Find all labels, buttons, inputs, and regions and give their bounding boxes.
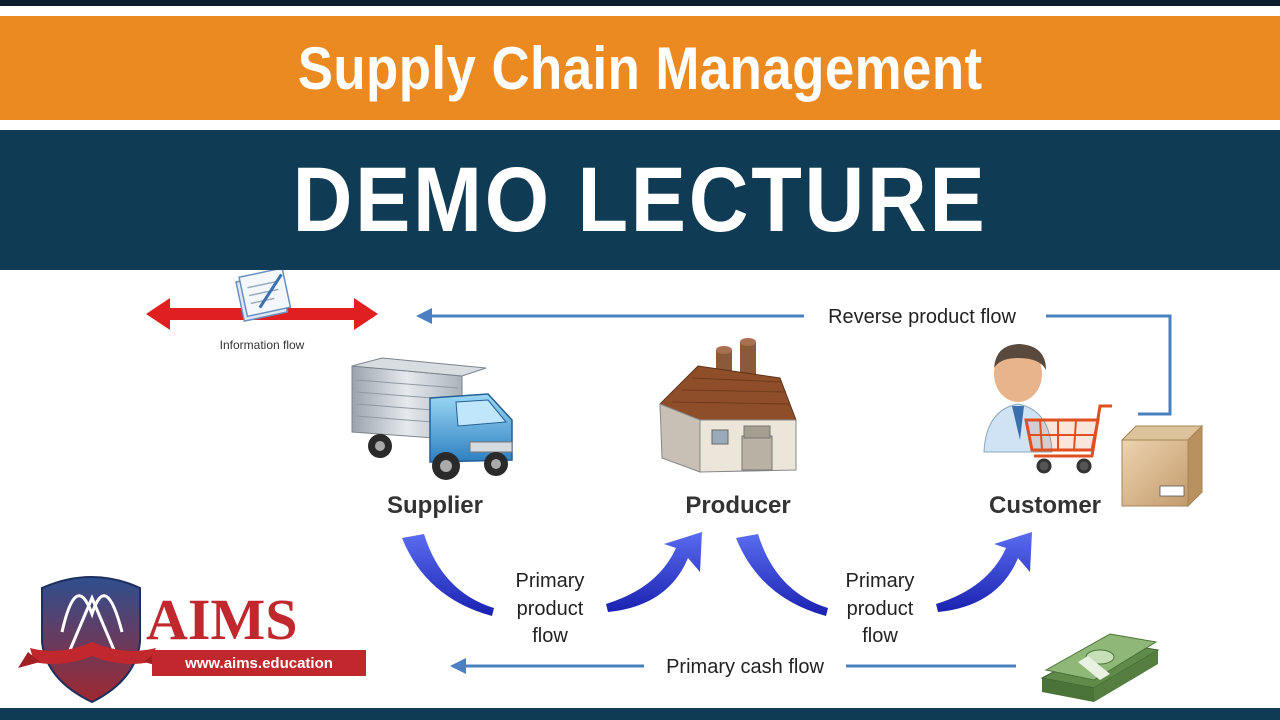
information-flow-icon: [146, 270, 378, 330]
svg-text:Primary: Primary: [846, 570, 915, 592]
customer-icon: [983, 344, 1053, 453]
customer-label: Customer: [989, 492, 1101, 519]
supplier-label: Supplier: [387, 492, 483, 519]
top-rule: [0, 0, 1280, 6]
svg-text:flow: flow: [862, 625, 898, 647]
cash-flow-label: Primary cash flow: [666, 656, 824, 678]
bottom-rule: [0, 708, 1280, 720]
primary-flow-label-2: Primary product flow: [846, 570, 915, 647]
primary-flow-arrow-2: [606, 532, 702, 612]
primary-flow-label-1: Primary product flow: [516, 570, 585, 647]
primary-flow-arrow-4: [936, 532, 1032, 612]
package-box-icon: [1120, 424, 1204, 508]
truck-icon: [351, 357, 513, 480]
svg-text:flow: flow: [532, 625, 568, 647]
aims-logo: [18, 576, 166, 704]
supply-chain-diagram: Information flow Reverse product flow Su…: [18, 270, 1204, 704]
primary-flow-arrow-1: [402, 534, 494, 616]
title-banner: Supply Chain Management: [0, 16, 1280, 120]
page-subtitle: DEMO LECTURE: [292, 148, 988, 251]
cash-flow-arrowhead: [450, 658, 466, 674]
svg-text:product: product: [847, 598, 914, 620]
reverse-flow-arrowhead: [416, 308, 432, 324]
reverse-flow-line: [428, 314, 1172, 416]
money-icon: [1040, 633, 1160, 702]
producer-label: Producer: [685, 492, 790, 519]
aims-url-bar: [152, 650, 366, 676]
aims-logo-text: AIMS: [146, 587, 297, 652]
svg-text:Primary: Primary: [516, 570, 585, 592]
shopping-cart-icon: [1024, 404, 1112, 474]
factory-icon: [659, 338, 797, 473]
reverse-flow-label: Reverse product flow: [828, 306, 1016, 328]
primary-flow-arrow-3: [736, 534, 828, 616]
information-flow-label: Information flow: [220, 338, 305, 352]
subtitle-banner: DEMO LECTURE: [0, 130, 1280, 270]
page-title: Supply Chain Management: [297, 34, 983, 102]
svg-text:product: product: [517, 598, 584, 620]
aims-url: www.aims.education: [184, 655, 333, 672]
